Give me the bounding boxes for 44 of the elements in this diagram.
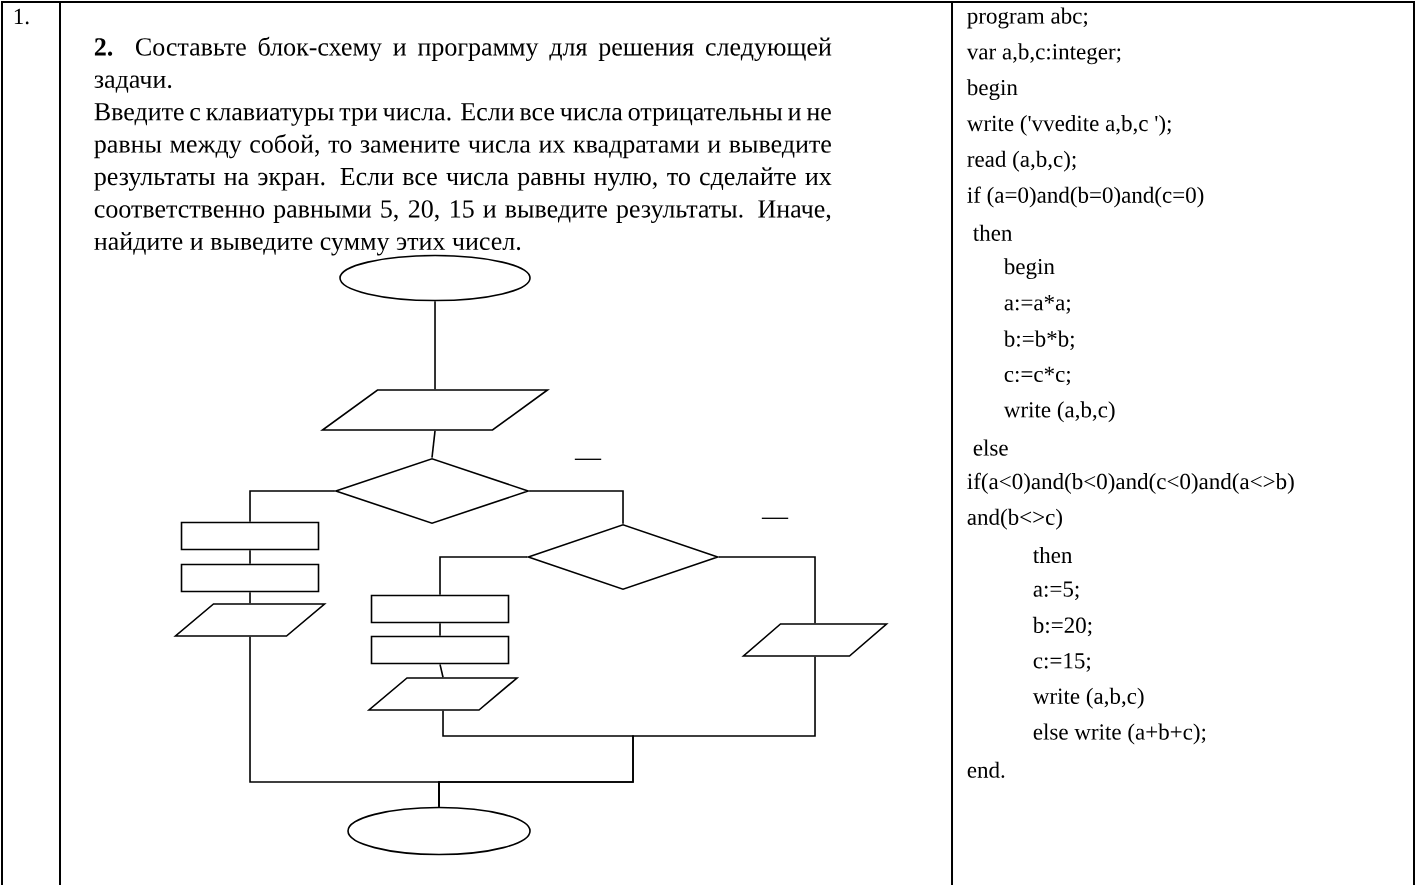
- task-text: Введите с клавиатуры три числа. Если все числа отрицательны и не равны между собой, то замените числа их квадратами и выведите результаты на экран. Если все числа равны нулю, то сделайте их соответственно равными 5, 20, 15 и выведите результаты. Иначе, найдите и выведите сумму этих чисел.: [94, 103, 832, 256]
- terminal-ellipse: [339, 254, 531, 302]
- connector-line: [434, 300, 436, 390]
- connector-line: [249, 636, 440, 808]
- connector-line: [718, 556, 816, 624]
- edge-label: —: [761, 517, 789, 519]
- code-line: begin: [966, 79, 1018, 101]
- code-line: a:=5;: [1033, 581, 1079, 601]
- code-line: c:=15;: [1033, 653, 1090, 672]
- code-line: read (a,b,c);: [967, 150, 1076, 172]
- code-line: else write (a+b+c);: [1033, 723, 1206, 745]
- connector-line: [439, 622, 441, 637]
- code-line: end.: [967, 761, 1005, 778]
- process-box: [180, 521, 320, 551]
- connector-line: [439, 663, 444, 678]
- connector-line: [249, 490, 336, 523]
- row-number: 1.: [14, 8, 29, 25]
- process-box: [180, 563, 320, 593]
- connector-line: [431, 430, 436, 459]
- code-line: program abc;: [967, 7, 1087, 29]
- code-line: write ('vvedite a,b,c ');: [966, 114, 1171, 136]
- code-line: if (a=0)and(b=0)and(c=0): [967, 186, 1204, 208]
- code-line: begin: [1003, 258, 1055, 280]
- code-line: else: [973, 439, 1008, 456]
- terminal-ellipse: [347, 806, 531, 856]
- code-line: and(b<>c): [967, 508, 1062, 530]
- code-line: if(a<0)and(b<0)and(c<0)and(a<>b): [967, 472, 1294, 494]
- code-line: write (a,b,c): [1032, 687, 1144, 709]
- connector-line: [439, 556, 528, 596]
- code-line: write (a,b,c): [1003, 401, 1115, 423]
- code-line: a:=a*a;: [1004, 295, 1070, 314]
- code-line: c:=c*c;: [1004, 366, 1070, 386]
- connector-line: [249, 591, 251, 604]
- code-line: then: [1033, 546, 1073, 564]
- code-line: var a,b,c:integer;: [966, 43, 1121, 65]
- task-text: 2. Составьте блок-схему и программу для решения следующей задачи.: [94, 36, 832, 93]
- process-box: [370, 635, 510, 665]
- code-line: then: [973, 224, 1013, 241]
- connector-line: [249, 549, 251, 565]
- edge-label: —: [574, 458, 602, 460]
- connector-line: [528, 490, 624, 525]
- code-line: b:=b*b;: [1003, 330, 1074, 350]
- process-box: [370, 594, 510, 624]
- code-line: b:=20;: [1032, 616, 1092, 637]
